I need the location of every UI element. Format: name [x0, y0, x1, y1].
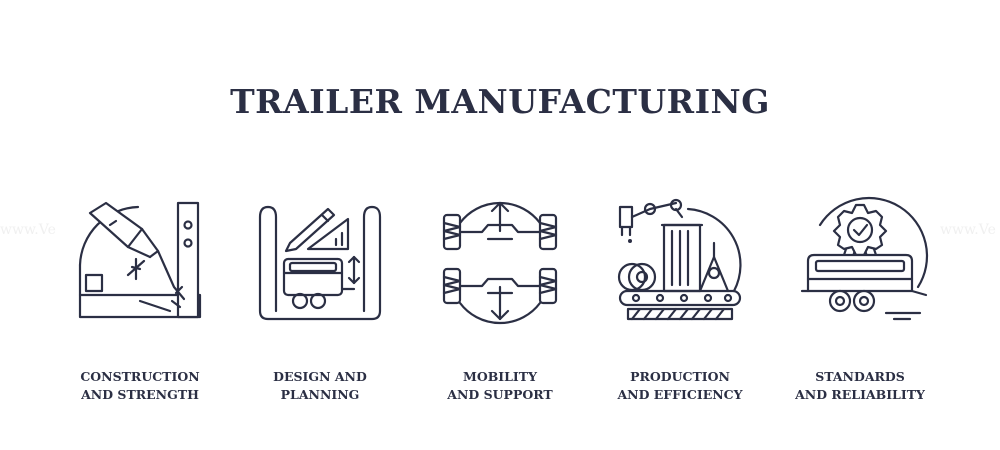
watermark-right: www.Ve	[940, 222, 996, 238]
welding-torch-icon	[70, 195, 210, 330]
page-title: TRAILER MANUFACTURING	[230, 82, 770, 121]
watermark-left: www.Ve	[0, 222, 56, 238]
certified-trailer-icon	[790, 195, 930, 330]
axle-wheels-icon	[430, 195, 570, 330]
blueprint-trailer-icon	[250, 195, 390, 330]
icon-row	[0, 195, 1000, 330]
production-line-icon	[610, 195, 750, 330]
